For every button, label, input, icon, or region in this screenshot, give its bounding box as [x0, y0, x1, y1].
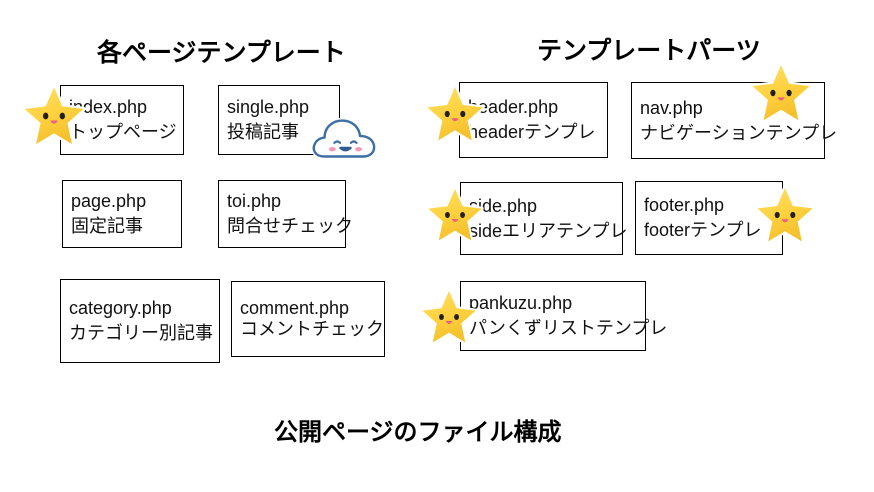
file-box-comment[interactable]: comment.php コメントチェック [231, 281, 385, 357]
file-box-nav[interactable]: nav.php ナビゲーションテンプレ [631, 82, 838, 159]
file-name: comment.php [240, 297, 350, 318]
file-name: page.php [71, 191, 147, 212]
file-description: ナビゲーションテンプレ [640, 122, 838, 143]
section-title-template-parts: テンプレートパーツ [537, 37, 761, 65]
file-box-side[interactable]: side.php sideエリアテンプレ [460, 182, 628, 255]
file-name: single.php [227, 97, 310, 118]
file-name: pankuzu.php [469, 293, 573, 314]
file-name: header.php [468, 97, 559, 118]
file-box-header[interactable]: header.php headerテンプレ [459, 82, 608, 158]
footer-caption: 公開ページのファイル構成 [274, 419, 562, 446]
file-name: toi.php [227, 191, 282, 212]
file-description: footerテンプレ [644, 220, 762, 240]
file-name: category.php [69, 298, 172, 319]
file-box-toi[interactable]: toi.php 問合せチェック [218, 180, 353, 248]
file-name: side.php [469, 195, 538, 216]
file-name: index.php [69, 97, 148, 118]
file-description: パンくずリストテンプレ [469, 318, 668, 338]
file-name: nav.php [640, 97, 703, 118]
file-box-footer[interactable]: footer.php footerテンプレ [635, 181, 783, 255]
file-description: headerテンプレ [468, 122, 596, 142]
file-box-single[interactable]: single.php 投稿記事 [218, 85, 340, 155]
file-box-index[interactable]: index.php トップページ [60, 85, 184, 155]
file-description: トップページ [69, 122, 177, 142]
file-description: 固定記事 [71, 216, 143, 236]
section-title-page-templates: 各ページテンプレート [97, 39, 346, 67]
file-description: コメントチェック [240, 319, 384, 339]
file-box-category[interactable]: category.php カテゴリー別記事 [60, 279, 220, 363]
file-description: sideエリアテンプレ [469, 220, 628, 241]
file-description: 投稿記事 [227, 122, 299, 142]
file-box-page[interactable]: page.php 固定記事 [62, 180, 182, 248]
file-description: 問合せチェック [227, 216, 353, 236]
file-box-pankuzu[interactable]: pankuzu.php パンくずリストテンプレ [460, 281, 668, 351]
file-name: footer.php [644, 195, 725, 216]
file-description: カテゴリー別記事 [69, 323, 213, 343]
